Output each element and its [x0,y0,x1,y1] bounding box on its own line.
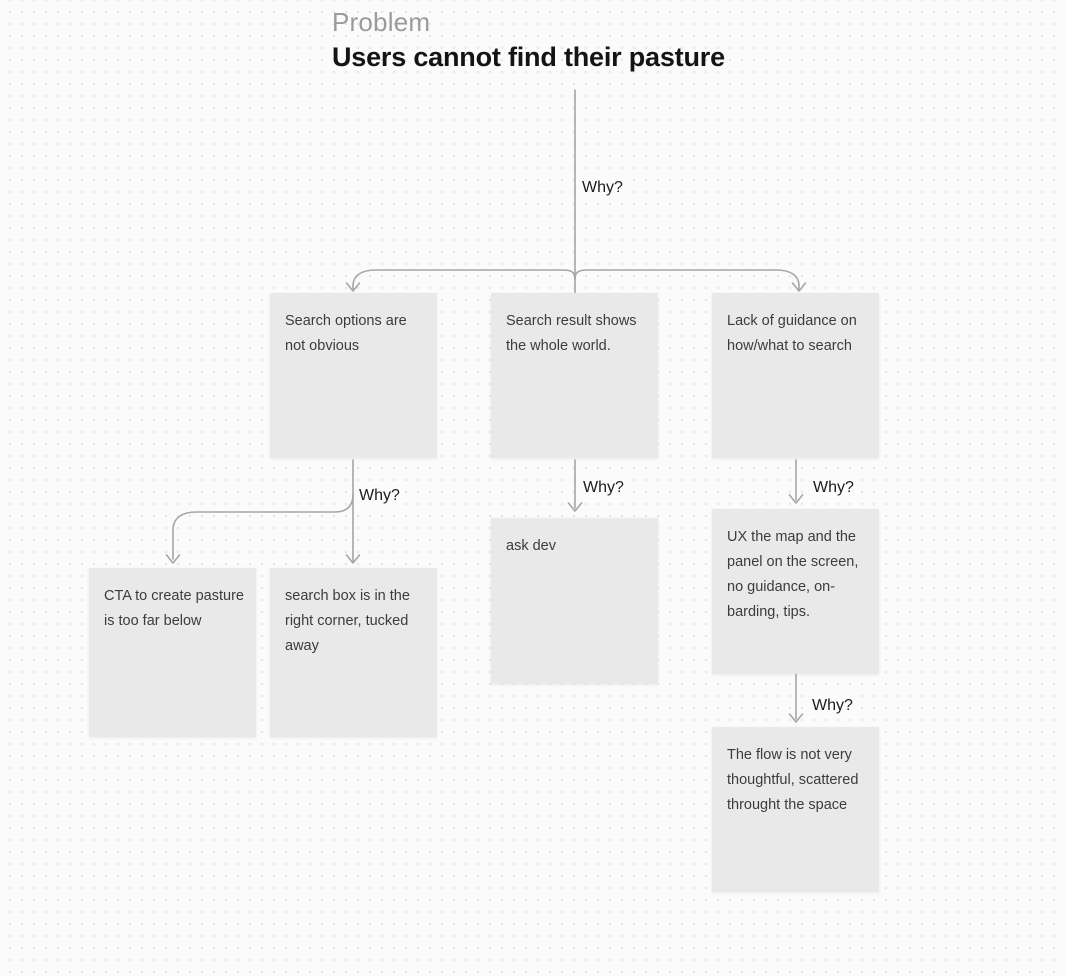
why-label-note1[interactable]: Why? [356,485,403,507]
arrowhead-note8 [788,713,804,723]
sticky-note-lack-of-guidance[interactable]: Lack of guidance on how/what to search [712,293,879,458]
problem-header[interactable]: Problem Users cannot find their pasture [332,6,725,74]
why-label-root[interactable]: Why? [579,177,626,199]
why-label-note7[interactable]: Why? [809,695,856,717]
sticky-note-search-result[interactable]: Search result shows the whole world. [491,293,658,458]
problem-label: Problem [332,7,431,37]
sticky-note-search-options[interactable]: Search options are not obvious [270,293,437,458]
why-label-note2[interactable]: Why? [580,477,627,499]
sticky-note-ask-dev[interactable]: ask dev [491,518,658,684]
connector-branch-left[interactable] [352,269,576,290]
connector-note1-to-note4[interactable] [172,493,354,560]
sticky-note-cta-too-far[interactable]: CTA to create pasture is too far below [89,568,256,737]
arrowhead-right-branch [791,282,807,292]
arrowhead-left-branch [345,282,361,292]
connector-branch-right[interactable] [574,269,800,290]
sticky-note-search-box-corner[interactable]: search box is in the right corner, tucke… [270,568,437,737]
sticky-note-ux-map-panel[interactable]: UX the map and the panel on the screen, … [712,509,879,674]
arrowhead-note7 [788,494,804,504]
problem-title: Users cannot find their pasture [332,42,725,72]
sticky-note-flow-scattered[interactable]: The flow is not very thoughtful, scatter… [712,727,879,892]
arrowhead-note6 [567,502,583,512]
arrowhead-note4 [165,554,181,564]
arrowhead-note5 [345,554,361,564]
why-label-note3[interactable]: Why? [810,477,857,499]
